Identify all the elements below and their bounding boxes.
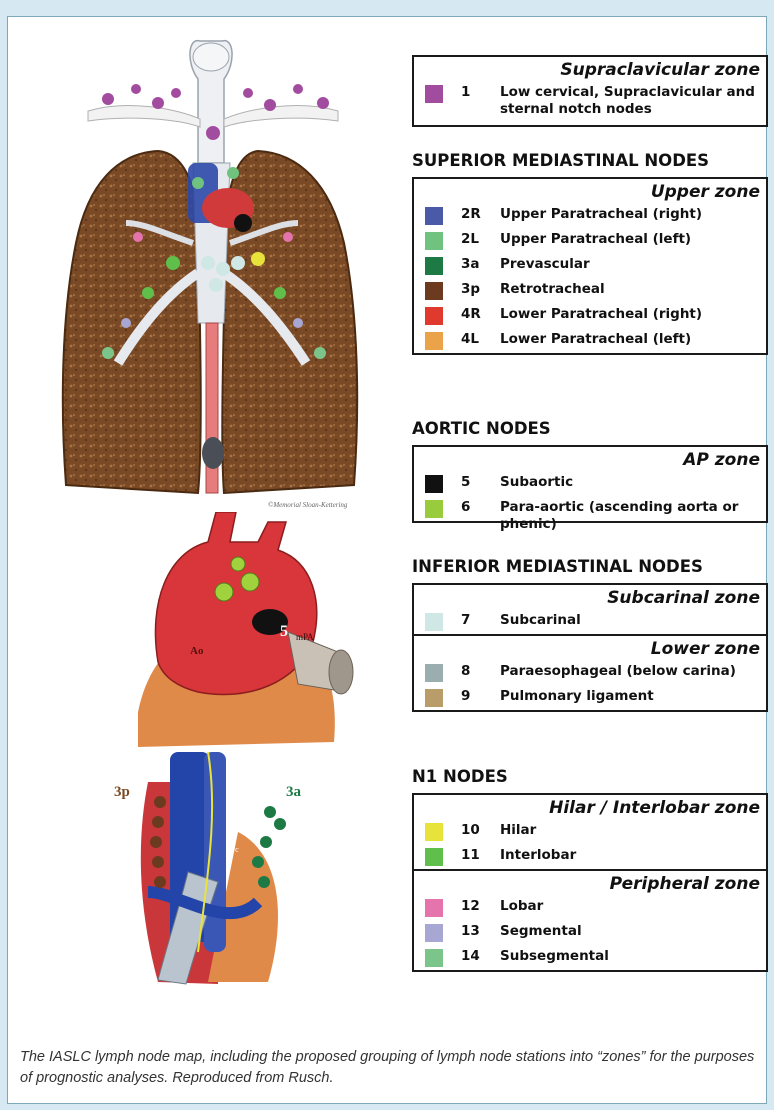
swatch <box>425 332 443 350</box>
legend-row: 4L Lower Paratracheal (left) <box>414 328 766 353</box>
station-number: 3a <box>461 256 480 272</box>
station-label: Paraesophageal (below carina) <box>500 663 762 680</box>
station-number: 10 <box>461 822 480 838</box>
legend-row: 2L Upper Paratracheal (left) <box>414 228 766 253</box>
swatch <box>425 924 443 942</box>
section-aortic: AORTIC NODES <box>412 419 551 438</box>
station-number: 2R <box>461 206 481 222</box>
section-inferior: INFERIOR MEDIASTINAL NODES <box>412 557 703 576</box>
station-number: 3p <box>461 281 480 297</box>
station-number: 11 <box>461 847 480 863</box>
legend-row: 2R Upper Paratracheal (right) <box>414 203 766 228</box>
swatch <box>425 689 443 707</box>
label-5: 5 <box>280 623 288 640</box>
station-label: Segmental <box>500 923 762 940</box>
label-mpa: mPA <box>296 632 314 642</box>
mediastinum-illustration: 3p 3a svc <box>108 752 338 992</box>
station-label: Hilar <box>500 822 762 839</box>
station-label: Low cervical, Supraclavicular and sterna… <box>500 84 762 118</box>
swatch <box>425 257 443 275</box>
illustration-panel: ©Memorial Sloan-Kettering Ao 5 mPA <box>8 17 388 1017</box>
station-number: 9 <box>461 688 470 704</box>
station-number: 8 <box>461 663 470 679</box>
legend-row: 12 Lobar <box>414 895 766 920</box>
station-label: Interlobar <box>500 847 762 864</box>
label-3a: 3a <box>286 784 302 800</box>
station-label: Subaortic <box>500 474 762 491</box>
n1-box: Hilar / Interlobar zone 10 Hilar 11 Interl… <box>412 793 768 972</box>
station-label: Lower Paratracheal (left) <box>500 331 762 348</box>
station-number: 6 <box>461 499 470 515</box>
supraclavicular-box: Supraclavicular zone 1 Low cervical, Sup… <box>412 55 768 127</box>
station-label: Subsegmental <box>500 948 762 965</box>
zone-title-upper: Upper zone <box>414 179 766 203</box>
station-number: 13 <box>461 923 480 939</box>
station-number: 1 <box>461 84 470 100</box>
legend-row: 7 Subcarinal <box>414 609 766 634</box>
swatch <box>425 307 443 325</box>
legend-row: 13 Segmental <box>414 920 766 945</box>
station-number: 12 <box>461 898 480 914</box>
right-lung <box>63 151 201 493</box>
station-number: 14 <box>461 948 480 964</box>
swatch <box>425 500 443 518</box>
station-label: Lobar <box>500 898 762 915</box>
zone-title-hilar: Hilar / Interlobar zone <box>414 795 766 819</box>
station-label: Prevascular <box>500 256 762 273</box>
station-label: Subcarinal <box>500 612 762 629</box>
swatch <box>425 232 443 250</box>
legend-row: 5 Subaortic <box>414 471 766 496</box>
swatch <box>425 207 443 225</box>
legend-row: 3a Prevascular <box>414 253 766 278</box>
swatch <box>425 664 443 682</box>
zone-title-ap: AP zone <box>414 447 766 471</box>
station-label: Retrotracheal <box>500 281 762 298</box>
zone-title-peripheral: Peripheral zone <box>414 871 766 895</box>
station-number: 4R <box>461 306 481 322</box>
legend-row: 1 Low cervical, Supraclavicular and ster… <box>414 81 766 125</box>
swatch <box>425 949 443 967</box>
station-label: Upper Paratracheal (left) <box>500 231 762 248</box>
label-svc: svc <box>228 845 239 854</box>
section-n1: N1 NODES <box>412 767 508 786</box>
aorta-illustration: Ao 5 mPA <box>138 512 368 747</box>
label-3p: 3p <box>114 784 130 800</box>
label-ao: Ao <box>190 645 204 657</box>
figure-frame: ©Memorial Sloan-Kettering Ao 5 mPA <box>7 16 767 1104</box>
legend-row: 3p Retrotracheal <box>414 278 766 303</box>
station-number: 5 <box>461 474 470 490</box>
swatch <box>425 475 443 493</box>
station-label: Lower Paratracheal (right) <box>500 306 762 323</box>
legend-row: 8 Paraesophageal (below carina) <box>414 660 766 685</box>
zone-title-lower: Lower zone <box>414 636 766 660</box>
station-label: Para-aortic (ascending aorta or phenic) <box>500 499 762 533</box>
legend-row: 9 Pulmonary ligament <box>414 685 766 710</box>
lungs-illustration: ©Memorial Sloan-Kettering <box>48 23 388 513</box>
swatch <box>425 85 443 103</box>
swatch <box>425 823 443 841</box>
swatch <box>425 613 443 631</box>
legend-row: 11 Interlobar <box>414 844 766 869</box>
signature: ©Memorial Sloan-Kettering <box>268 501 348 509</box>
zone-title-supraclavicular: Supraclavicular zone <box>414 57 766 81</box>
legend-row: 4R Lower Paratracheal (right) <box>414 303 766 328</box>
swatch <box>425 899 443 917</box>
figure-caption: The IASLC lymph node map, including the … <box>20 1047 765 1089</box>
station-number: 4L <box>461 331 479 347</box>
station-number: 7 <box>461 612 470 628</box>
swatch <box>425 848 443 866</box>
zone-title-subcarinal: Subcarinal zone <box>414 585 766 609</box>
inferior-box: Subcarinal zone 7 Subcarinal Lower zone 8… <box>412 583 768 712</box>
section-superior: SUPERIOR MEDIASTINAL NODES <box>412 151 709 170</box>
legend-row: 10 Hilar <box>414 819 766 844</box>
swatch <box>425 282 443 300</box>
station-label: Pulmonary ligament <box>500 688 762 705</box>
legend-row: 14 Subsegmental <box>414 945 766 970</box>
station-label: Upper Paratracheal (right) <box>500 206 762 223</box>
station-number: 2L <box>461 231 479 247</box>
